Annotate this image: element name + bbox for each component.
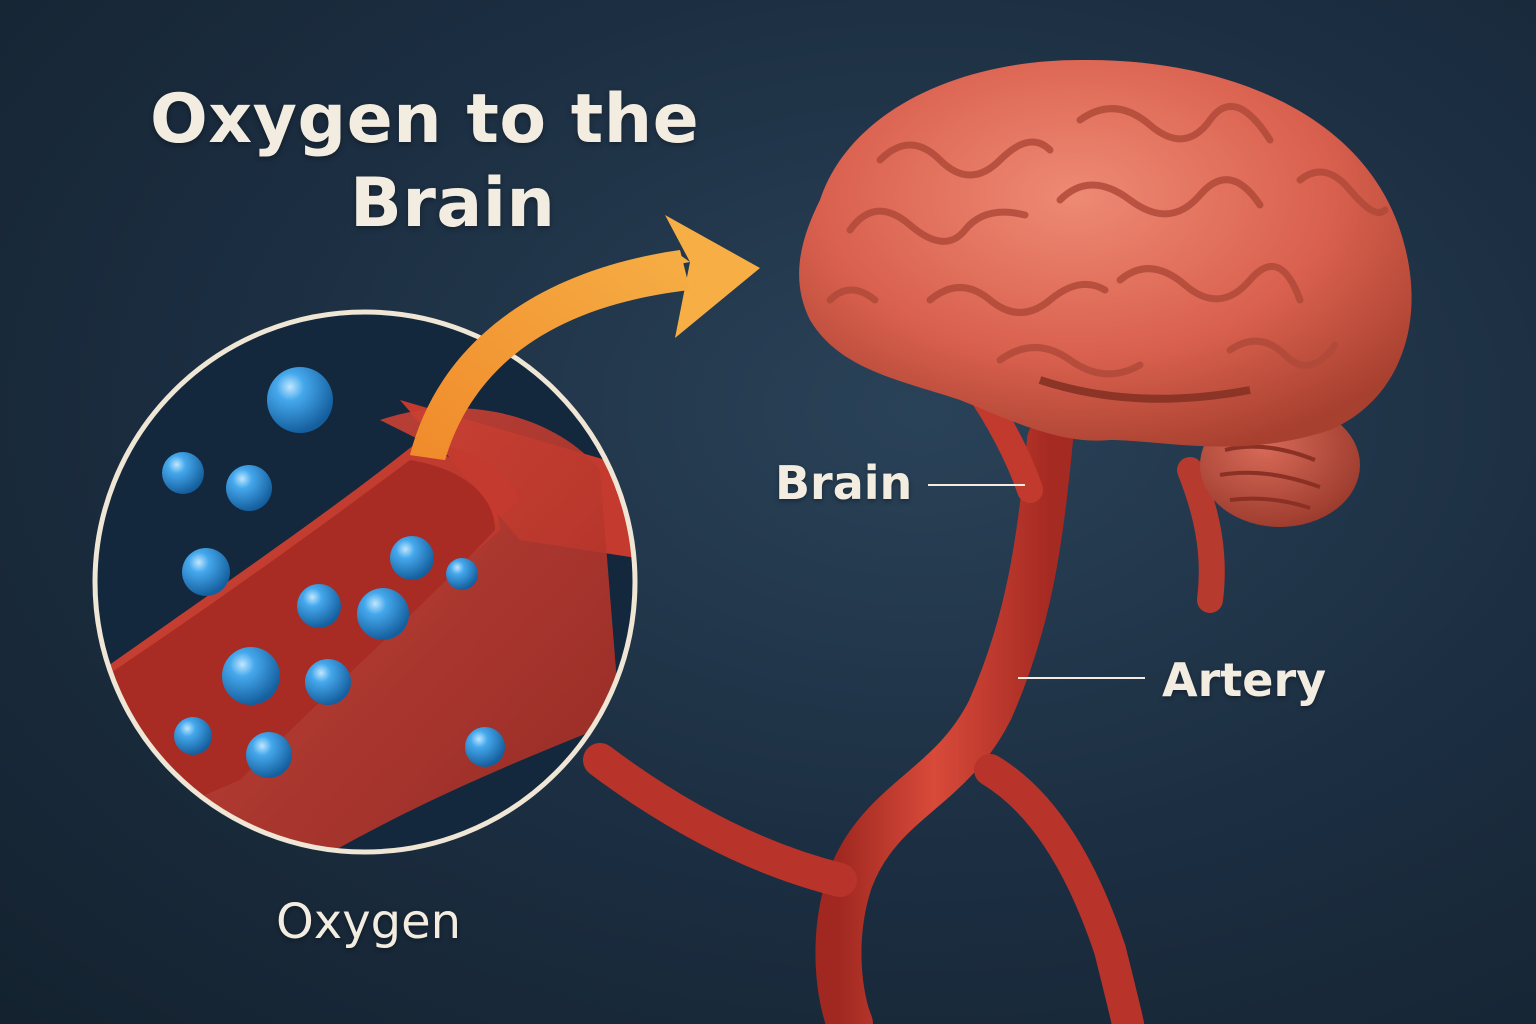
oxygen-molecule-icon	[465, 727, 505, 767]
oxygen-molecule-icon	[226, 465, 272, 511]
oxygen-molecule-icon	[174, 717, 212, 755]
oxygen-molecule-icon	[357, 588, 409, 640]
oxygen-molecule-icon	[267, 367, 333, 433]
diagram-title: Oxygen to the Brain	[150, 78, 770, 246]
curved-arrow-icon	[410, 215, 760, 460]
oxygen-molecule-icon	[222, 647, 280, 705]
brain-illustration	[799, 59, 1412, 527]
oxygen-molecule-icon	[446, 558, 478, 590]
oxygen-molecule-icon	[390, 536, 434, 580]
title-line-1: Oxygen to the	[150, 80, 700, 159]
oxygen-molecule-icon	[182, 548, 230, 596]
oxygen-molecule-icon	[162, 452, 204, 494]
oxygen-molecule-icon	[305, 659, 351, 705]
oxygen-label: Oxygen	[276, 894, 462, 950]
oxygen-molecules	[162, 367, 505, 778]
oxygen-molecule-icon	[246, 732, 292, 778]
artery-label: Artery	[1162, 653, 1327, 707]
oxygen-molecule-icon	[297, 584, 341, 628]
magnified-inset	[92, 309, 638, 855]
brain-label: Brain	[775, 456, 913, 510]
title-line-2: Brain	[350, 164, 556, 243]
